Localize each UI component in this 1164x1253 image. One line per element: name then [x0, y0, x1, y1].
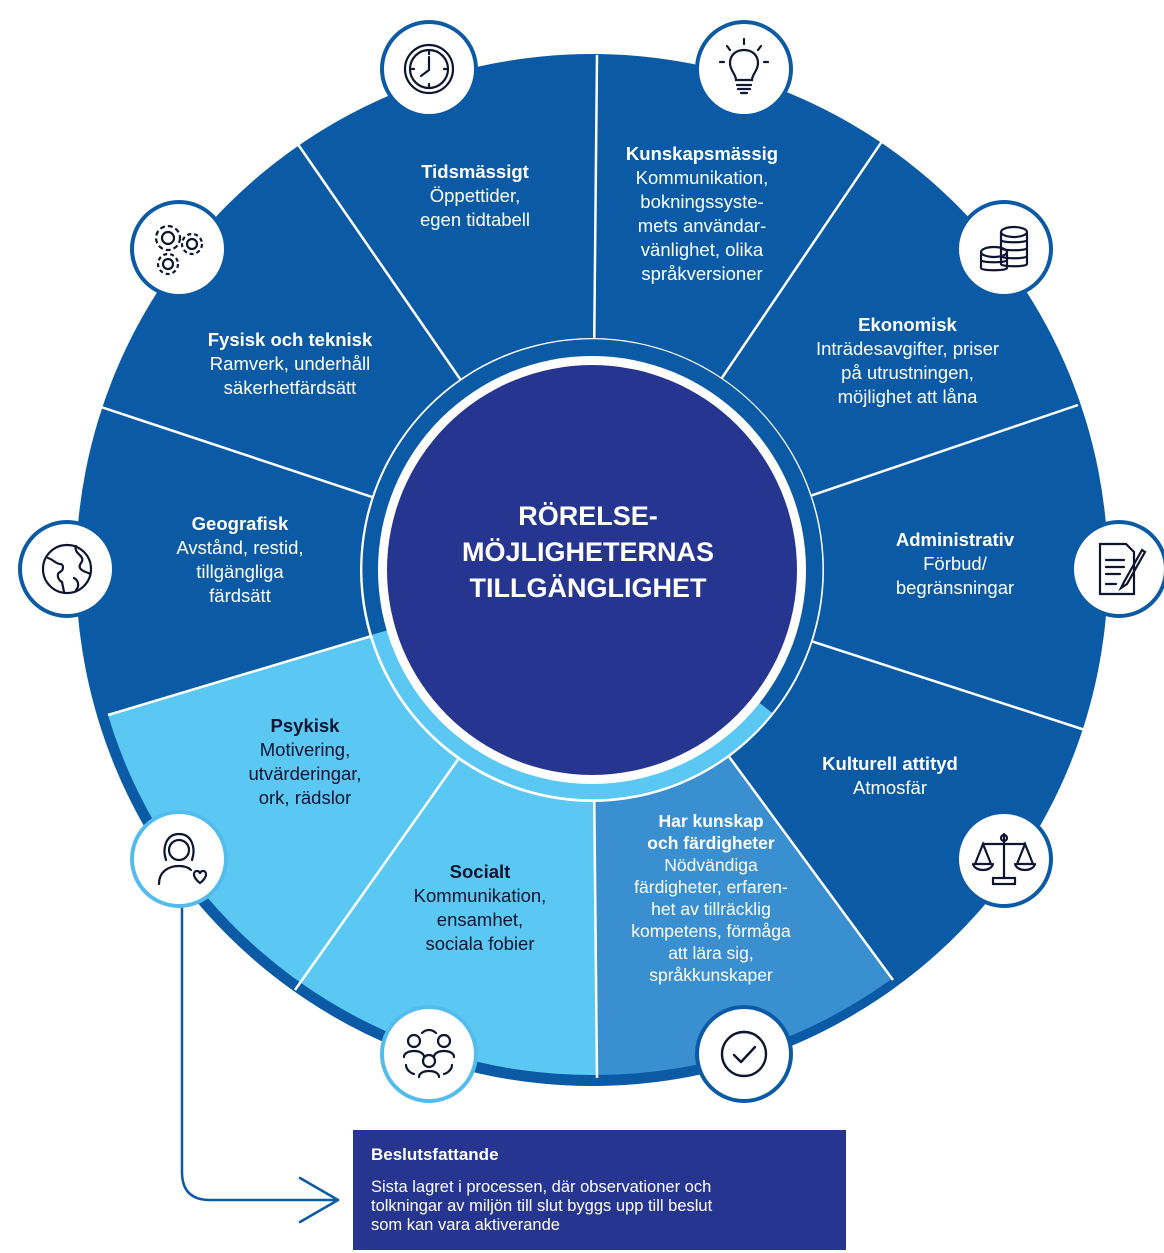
decision-line: som kan vara aktiverande: [371, 1216, 560, 1234]
segment-kunskapsmassig: Kunskapsmässig Kommunikation, bokningssy…: [602, 142, 802, 286]
segment-geografisk: Geografisk Avstånd, restid, tillgängliga…: [140, 512, 340, 608]
segment-line: Kommunikation,: [413, 885, 547, 906]
segment-line: egen tidtabell: [419, 209, 531, 230]
coins-icon: [955, 200, 1053, 298]
center-title-line-3: TILLGÄNGLIGHET: [469, 573, 707, 603]
clock-icon: [380, 20, 478, 118]
globe-icon: [18, 520, 116, 618]
segment-title: Ekonomisk: [858, 314, 957, 335]
segment-line: mets användar-: [637, 215, 767, 236]
segment-line: färdsätt: [209, 585, 271, 606]
segment-title: Kulturell attityd: [822, 753, 958, 774]
segment-line: språkkunskaper: [649, 965, 773, 985]
segment-line: begränsningar: [895, 577, 1015, 598]
gears-icon: [130, 200, 228, 298]
segment-line: utvärderingar,: [248, 763, 362, 784]
segment-title: Administrativ: [895, 529, 1015, 550]
segment-title: Psykisk: [270, 715, 340, 736]
center-title-line-1: RÖRELSE-: [518, 501, 658, 531]
segment-line: Inträdesavgifter, priser: [815, 338, 1000, 359]
center-disc: [387, 365, 797, 775]
decision-line: Sista lagret i processen, där observatio…: [371, 1178, 712, 1196]
segment-line: språkversioner: [641, 263, 763, 284]
segment-title: Fysisk och teknisk: [207, 329, 373, 350]
lightbulb-icon: [695, 20, 793, 118]
segment-line: Avstånd, restid,: [176, 537, 304, 558]
segment-line: Atmosfär: [852, 777, 928, 798]
segment-kulturell-attityd: Kulturell attityd Atmosfär: [785, 752, 995, 800]
segment-title: Geografisk: [191, 513, 289, 534]
segment-line: på utrustningen,: [841, 362, 974, 383]
segment-title: Kunskapsmässig: [625, 143, 779, 164]
group-icon: [380, 1005, 478, 1103]
segment-line: bokningssyste-: [640, 191, 764, 212]
decision-text: Sista lagret i processen, där observatio…: [371, 1178, 828, 1235]
segment-line: het av tillräcklig: [651, 899, 771, 919]
decision-box: Beslutsfattande Sista lagret i processen…: [353, 1130, 846, 1250]
segment-line: säkerhetfärdsätt: [223, 377, 357, 398]
decision-title: Beslutsfattande: [371, 1145, 499, 1164]
checkmark-icon: [695, 1005, 793, 1103]
segment-line: vänlighet, olika: [640, 239, 764, 260]
segment-title: Socialt: [449, 861, 511, 882]
segment-psykisk: Psykisk Motivering, utvärderingar, ork, …: [205, 714, 405, 810]
segment-tidsmassigt: Tidsmässigt Öppettider, egen tidtabell: [375, 160, 575, 232]
segment-title: Har kunskap: [658, 811, 764, 831]
segment-line: Öppettider,: [429, 185, 521, 206]
segment-title: Tidsmässigt: [421, 161, 529, 182]
segment-line: tillgängliga: [196, 561, 284, 582]
document-pen-icon: [1070, 520, 1164, 618]
segment-administrativ: Administrativ Förbud/ begränsningar: [855, 528, 1055, 600]
person-heart-icon: [130, 810, 228, 908]
segment-line: ork, rädslor: [258, 787, 352, 808]
segment-title: och färdigheter: [647, 833, 775, 853]
segment-har-kunskap: Har kunskap och färdigheter Nödvändiga f…: [600, 810, 822, 986]
segment-line: att lära sig,: [668, 943, 754, 963]
segment-ekonomisk: Ekonomisk Inträdesavgifter, priser på ut…: [775, 313, 1040, 409]
segment-socialt: Socialt Kommunikation, ensamhet, sociala…: [380, 860, 580, 956]
segment-line: ensamhet,: [436, 909, 524, 930]
segment-line: Motivering,: [259, 739, 351, 760]
center-title: RÖRELSE- MÖJLIGHETERNAS TILLGÄNGLIGHET: [418, 498, 758, 606]
segment-line: färdigheter, erfaren-: [634, 877, 788, 897]
segment-line: Förbud/: [923, 553, 987, 574]
connector-arrow: [180, 888, 340, 1224]
center-title-line-2: MÖJLIGHETERNAS: [461, 537, 715, 567]
decision-line: tolkningar av miljön till slut byggs upp…: [371, 1197, 713, 1215]
segment-fysisk-teknisk: Fysisk och teknisk Ramverk, underhåll sä…: [170, 328, 410, 400]
segment-line: sociala fobier: [425, 933, 535, 954]
scales-icon: [955, 810, 1053, 908]
segment-line: Ramverk, underhåll: [209, 353, 371, 374]
segment-line: Nödvändiga: [664, 855, 758, 875]
segment-line: kompetens, förmåga: [631, 921, 791, 941]
segment-line: möjlighet att låna: [837, 386, 978, 407]
segment-line: Kommunikation,: [635, 167, 769, 188]
